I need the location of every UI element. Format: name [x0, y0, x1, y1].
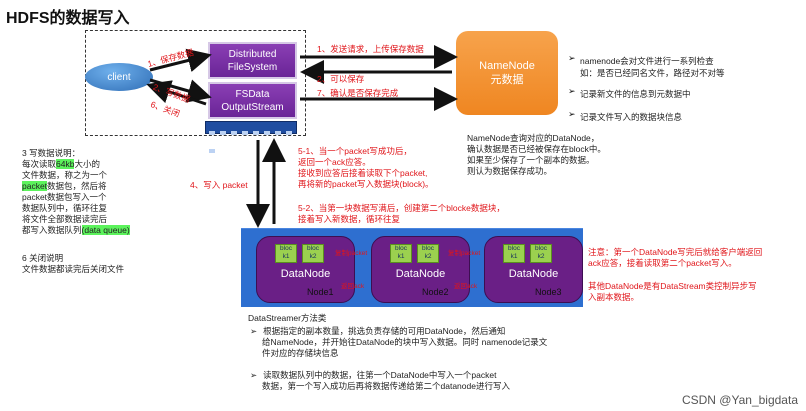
can-save-label: 2、可以保存: [317, 74, 365, 84]
step6-explanation: 6 关闭说明 文件数据都读完后关闭文件: [22, 253, 124, 275]
page-title: HDFS的数据写入: [6, 10, 130, 27]
node2-label: Node2: [422, 287, 449, 297]
replicate-label-2: 复制packet: [448, 250, 481, 257]
dfs-line1: Distributed: [228, 48, 277, 60]
nn-reply-text: NameNode查询对应的DataNode， 确认数据是否已经被保存在block…: [467, 133, 606, 177]
namenode-box: NameNode 元数据: [456, 31, 558, 115]
nn-note-3: 记录新文件的信息到元数据中: [580, 89, 691, 99]
svg-text:➢: ➢: [568, 86, 576, 96]
datanode-2-title: DataNode: [395, 268, 446, 280]
data-queue-bar: [205, 121, 297, 153]
highlight-64kb: 64kb: [56, 159, 75, 169]
fsd-line2: OutputStream: [221, 101, 284, 113]
ack-label-1: 返回ack: [341, 283, 365, 290]
nn-reply-line1: NameNode查询对应的DataNode，: [467, 133, 600, 143]
write-packet-label: 4、写入 packet: [190, 180, 248, 190]
datastreamer-bullet-1: ➢根据指定的副本数量，挑选负责存储的可用DataNode，然后通知 给NameN…: [250, 326, 548, 358]
fsd-line1: FSData: [235, 88, 270, 100]
right-note-2: 其他DataNode是有DataStream类控制异步写 入副本数据。: [588, 281, 757, 302]
namenode-subtitle: 元数据: [490, 74, 524, 86]
step3-explanation: 3 写数据说明： 每次读取64kb大小的 文件数据，称之为一个 packet数据…: [22, 148, 157, 236]
datastreamer-title: DataStreamer方法类: [248, 313, 327, 323]
nn-note-1: namenode会对文件进行一系列检查: [580, 56, 714, 66]
node1-label: Node1: [307, 287, 334, 297]
datastreamer-bullet-2: ➢读取数据队列中的数据，往第一个DataNode中写入一个packet 数据，第…: [250, 370, 510, 391]
step52-text: 5-2、当第一块数据写满后，创建第二个blocke数据块， 接着写入新数据，循环…: [298, 203, 505, 224]
nn-note-2: 如：是否已经同名文件，路径对不对等: [580, 68, 725, 78]
dfs-line2: FileSystem: [227, 61, 278, 73]
step3-line0: 3 写数据说明：: [22, 148, 81, 158]
confirm-label: 7、确认是否保存完成: [317, 88, 399, 98]
watermark: CSDN @Yan_bigdata: [681, 393, 798, 407]
highlight-data-queue: (data queue): [81, 225, 130, 235]
distributed-filesystem-box: Distributed FileSystem: [208, 42, 297, 79]
datanode-3-title: DataNode: [508, 268, 559, 280]
nn-reply-line3: 如果至少保存了一个副本的数据。: [467, 155, 595, 165]
right-note-1: 注意：第一个DataNode写完后就给客户端返回 ack应答，接着读取第二个pa…: [588, 247, 763, 268]
namenode-title: NameNode: [479, 60, 535, 72]
step6-line2: 文件数据都读完后关闭文件: [22, 264, 125, 274]
nn-note-4: 记录文件写入的数据块信息: [580, 112, 683, 122]
datanode-1-title: DataNode: [280, 268, 331, 280]
step6-line1: 6 关闭说明: [22, 253, 64, 263]
svg-text:➢: ➢: [568, 53, 576, 63]
client-node: client: [85, 63, 153, 91]
replicate-label-1: 复制packet: [335, 250, 368, 257]
fsdata-outputstream-box: FSData OutputStream: [208, 82, 297, 119]
client-to-dfs-arrow: [149, 48, 212, 73]
svg-text:➢: ➢: [568, 109, 576, 119]
nn-reply-line2: 确认数据是否已经被保存在block中。: [467, 144, 606, 154]
step51-text: 5-1、当一个packet写成功后， 返回一个ack应答。 接收到应答后接着读取…: [298, 146, 434, 189]
highlight-packet: packet: [22, 181, 48, 191]
nn-reply-line4: 则认为数据保存成功。: [467, 166, 553, 176]
ack-label-2: 返回ack: [454, 283, 478, 290]
node3-label: Node3: [535, 287, 562, 297]
request-label: 1、发送请求，上传保存数据: [317, 44, 424, 54]
close-arrow: [146, 80, 207, 106]
